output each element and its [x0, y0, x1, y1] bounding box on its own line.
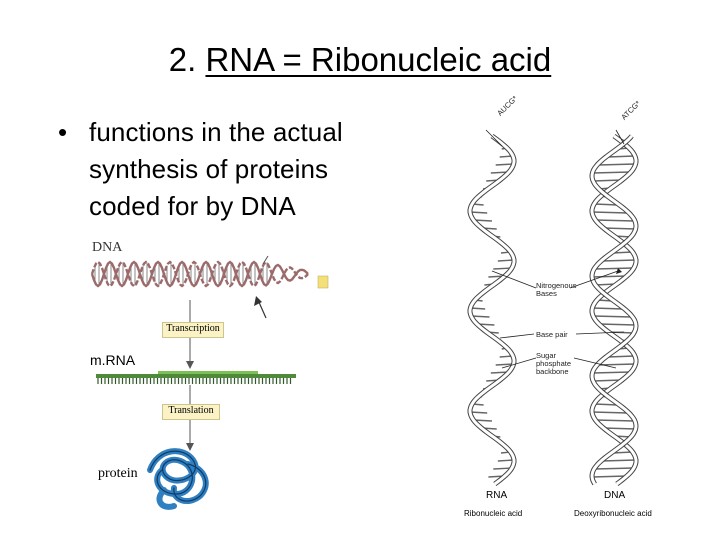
bullet-dot: •: [58, 114, 67, 151]
dna-helix: [92, 262, 308, 286]
rna-label: RNA: [486, 490, 507, 501]
transcription-label: Transcription: [166, 323, 220, 334]
callout-nitrogenous-bases: Nitrogenous Bases: [536, 282, 576, 298]
slide-title: 2. RNA = Ribonucleic acid: [0, 40, 720, 80]
bullet-text: functions in the actual synthesis of pro…: [89, 114, 399, 225]
callout-backbone: Sugar phosphate backbone: [536, 352, 571, 376]
rna-dna-comparison-figure: AUCG* ATCG* Nitrogenous Bases Base pair …: [450, 106, 675, 526]
callout-base-pair: Base pair: [536, 331, 568, 339]
dna-helix-right: [592, 136, 636, 484]
dna-label-right: DNA: [604, 490, 625, 501]
title-number: 2.: [169, 41, 197, 78]
translation-box: Translation: [162, 404, 220, 420]
dna-label: DNA: [92, 240, 122, 256]
translation-label: Translation: [168, 405, 213, 416]
mrna-label: m.RNA: [90, 352, 135, 368]
transcription-translation-figure: DNA Transcription m.RNA Translation prot…: [88, 238, 338, 518]
rna-helix: [470, 136, 514, 484]
rna-caption: Ribonucleic acid: [464, 509, 522, 518]
dna-caption: Deoxyribonucleic acid: [574, 509, 652, 518]
transcription-box: Transcription: [162, 322, 224, 338]
title-text: RNA = Ribonucleic acid: [205, 41, 551, 78]
helix-comparison-drawing: [450, 106, 675, 526]
protein-label: protein: [98, 466, 138, 482]
mrna-strand: [96, 371, 296, 384]
